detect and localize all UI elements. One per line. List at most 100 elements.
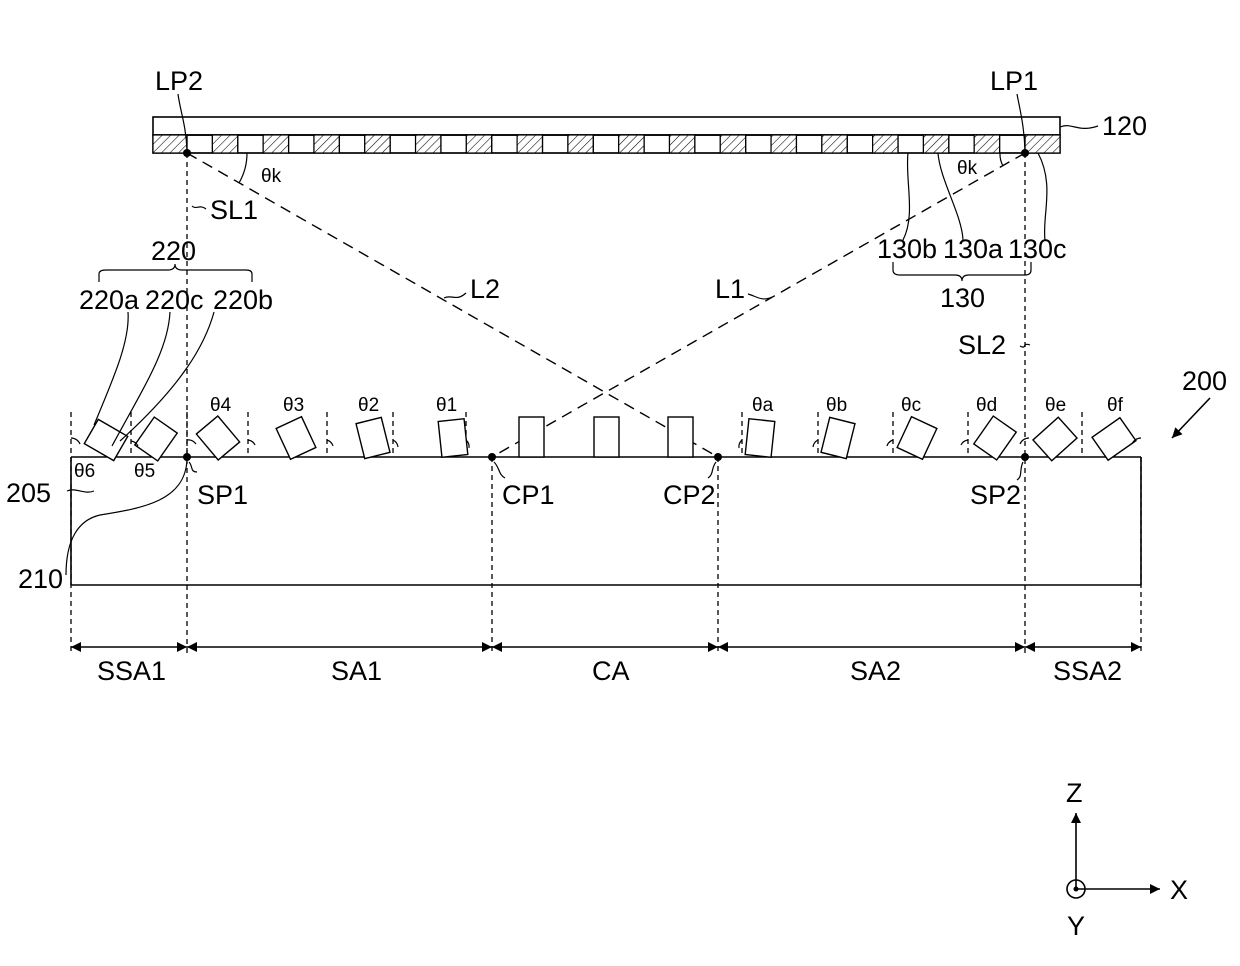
light-cell-130b <box>1000 135 1025 153</box>
label-theta-k-left: θk <box>261 166 282 187</box>
label-130b: 130b <box>877 234 937 264</box>
light-cell-130a <box>365 135 390 153</box>
prism-theta-f <box>1092 418 1136 460</box>
light-cell-130a <box>669 135 694 153</box>
label-theta-3: θ3 <box>283 395 304 416</box>
light-cell-130a <box>873 135 898 153</box>
ref-200-arrow <box>1172 398 1210 438</box>
label-ca: CA <box>592 656 630 686</box>
light-cell-130b <box>746 135 771 153</box>
end-cell-left <box>153 135 187 153</box>
label-120: 120 <box>1102 111 1147 141</box>
label-ssa2: SSA2 <box>1053 656 1122 686</box>
light-cell-130a <box>771 135 796 153</box>
point-lp2 <box>183 149 191 157</box>
label-theta-5: θ5 <box>134 461 155 482</box>
prism-patterns-220 <box>84 416 1136 461</box>
label-220: 220 <box>151 236 196 266</box>
label-sp1: SP1 <box>197 480 248 510</box>
light-cell-130a <box>720 135 745 153</box>
label-theta-b: θb <box>826 395 847 416</box>
theta-k-arc-left <box>239 153 247 183</box>
light-cell-130a <box>314 135 339 153</box>
light-cell-130a <box>212 135 237 153</box>
label-210: 210 <box>18 564 63 594</box>
light-cell-130b <box>847 135 872 153</box>
label-sa2: SA2 <box>850 656 901 686</box>
light-cell-130a <box>568 135 593 153</box>
prism-center-3 <box>668 417 693 457</box>
prism-theta2 <box>356 417 390 458</box>
label-theta-k-right: θk <box>957 158 978 179</box>
prism-center-1 <box>519 417 544 457</box>
label-220b: 220b <box>213 285 273 315</box>
light-cell-130b <box>949 135 974 153</box>
light-cell-130a <box>517 135 542 153</box>
end-cell-130c <box>1025 135 1060 153</box>
coordinate-axes <box>1067 813 1160 898</box>
light-cell-130a <box>974 135 999 153</box>
text-labels: LP2 LP1 120 θk θk SL1 220 220a 220c 220b… <box>6 66 1227 941</box>
light-cell-130b <box>543 135 568 153</box>
label-l2: L2 <box>470 274 500 304</box>
label-lp2: LP2 <box>155 66 203 96</box>
light-cell-130a <box>619 135 644 153</box>
point-lp1 <box>1021 149 1029 157</box>
label-130a: 130a <box>943 234 1004 264</box>
label-theta-f: θf <box>1107 395 1124 416</box>
label-axis-z: Z <box>1066 778 1083 808</box>
prism-theta-e <box>1033 417 1077 461</box>
point-cp2 <box>714 453 722 461</box>
light-cell-130b <box>593 135 618 153</box>
light-cell-130b <box>695 135 720 153</box>
light-cells-130 <box>153 135 1060 153</box>
light-cell-130a <box>466 135 491 153</box>
label-ssa1: SSA1 <box>97 656 166 686</box>
prism-theta-a <box>745 419 775 458</box>
brace-130 <box>893 262 1031 281</box>
label-theta-1: θ1 <box>436 395 457 416</box>
light-cell-130b <box>339 135 364 153</box>
label-lp1: LP1 <box>990 66 1038 96</box>
point-cp1 <box>488 453 496 461</box>
prism-theta-b <box>821 417 855 458</box>
light-cell-130a <box>923 135 948 153</box>
label-theta-a: θa <box>752 395 774 416</box>
light-cell-130b <box>441 135 466 153</box>
label-130c: 130c <box>1008 234 1067 264</box>
label-sl1: SL1 <box>210 195 258 225</box>
prism-theta-d <box>974 416 1016 460</box>
label-130: 130 <box>940 283 985 313</box>
label-l1: L1 <box>715 274 745 304</box>
light-cell-130b <box>796 135 821 153</box>
brace-220 <box>99 264 252 282</box>
label-theta-d: θd <box>976 395 997 416</box>
label-205: 205 <box>6 478 51 508</box>
label-sl2: SL2 <box>958 330 1006 360</box>
prism-theta4 <box>196 416 239 460</box>
light-cell-130b <box>492 135 517 153</box>
label-axis-y: Y <box>1067 911 1085 941</box>
point-sp2 <box>1021 453 1029 461</box>
light-cell-130a <box>263 135 288 153</box>
light-cell-130b <box>238 135 263 153</box>
point-sp1 <box>183 453 191 461</box>
label-cp2: CP2 <box>663 480 716 510</box>
label-sa1: SA1 <box>331 656 382 686</box>
label-sp2: SP2 <box>970 480 1021 510</box>
label-cp1: CP1 <box>502 480 555 510</box>
light-cell-130b <box>289 135 314 153</box>
prism-theta-c <box>897 417 937 460</box>
prism-theta1 <box>438 419 468 458</box>
label-200: 200 <box>1182 366 1227 396</box>
theta-k-arc-right <box>1000 153 1003 166</box>
prism-220b <box>135 417 177 461</box>
label-220c: 220c <box>145 285 204 315</box>
light-cell-130a <box>416 135 441 153</box>
substrate-200 <box>71 457 1141 585</box>
light-cell-130b <box>390 135 415 153</box>
label-theta-4: θ4 <box>210 395 232 416</box>
label-axis-x: X <box>1170 875 1188 905</box>
y-axis-dot <box>1074 887 1079 892</box>
